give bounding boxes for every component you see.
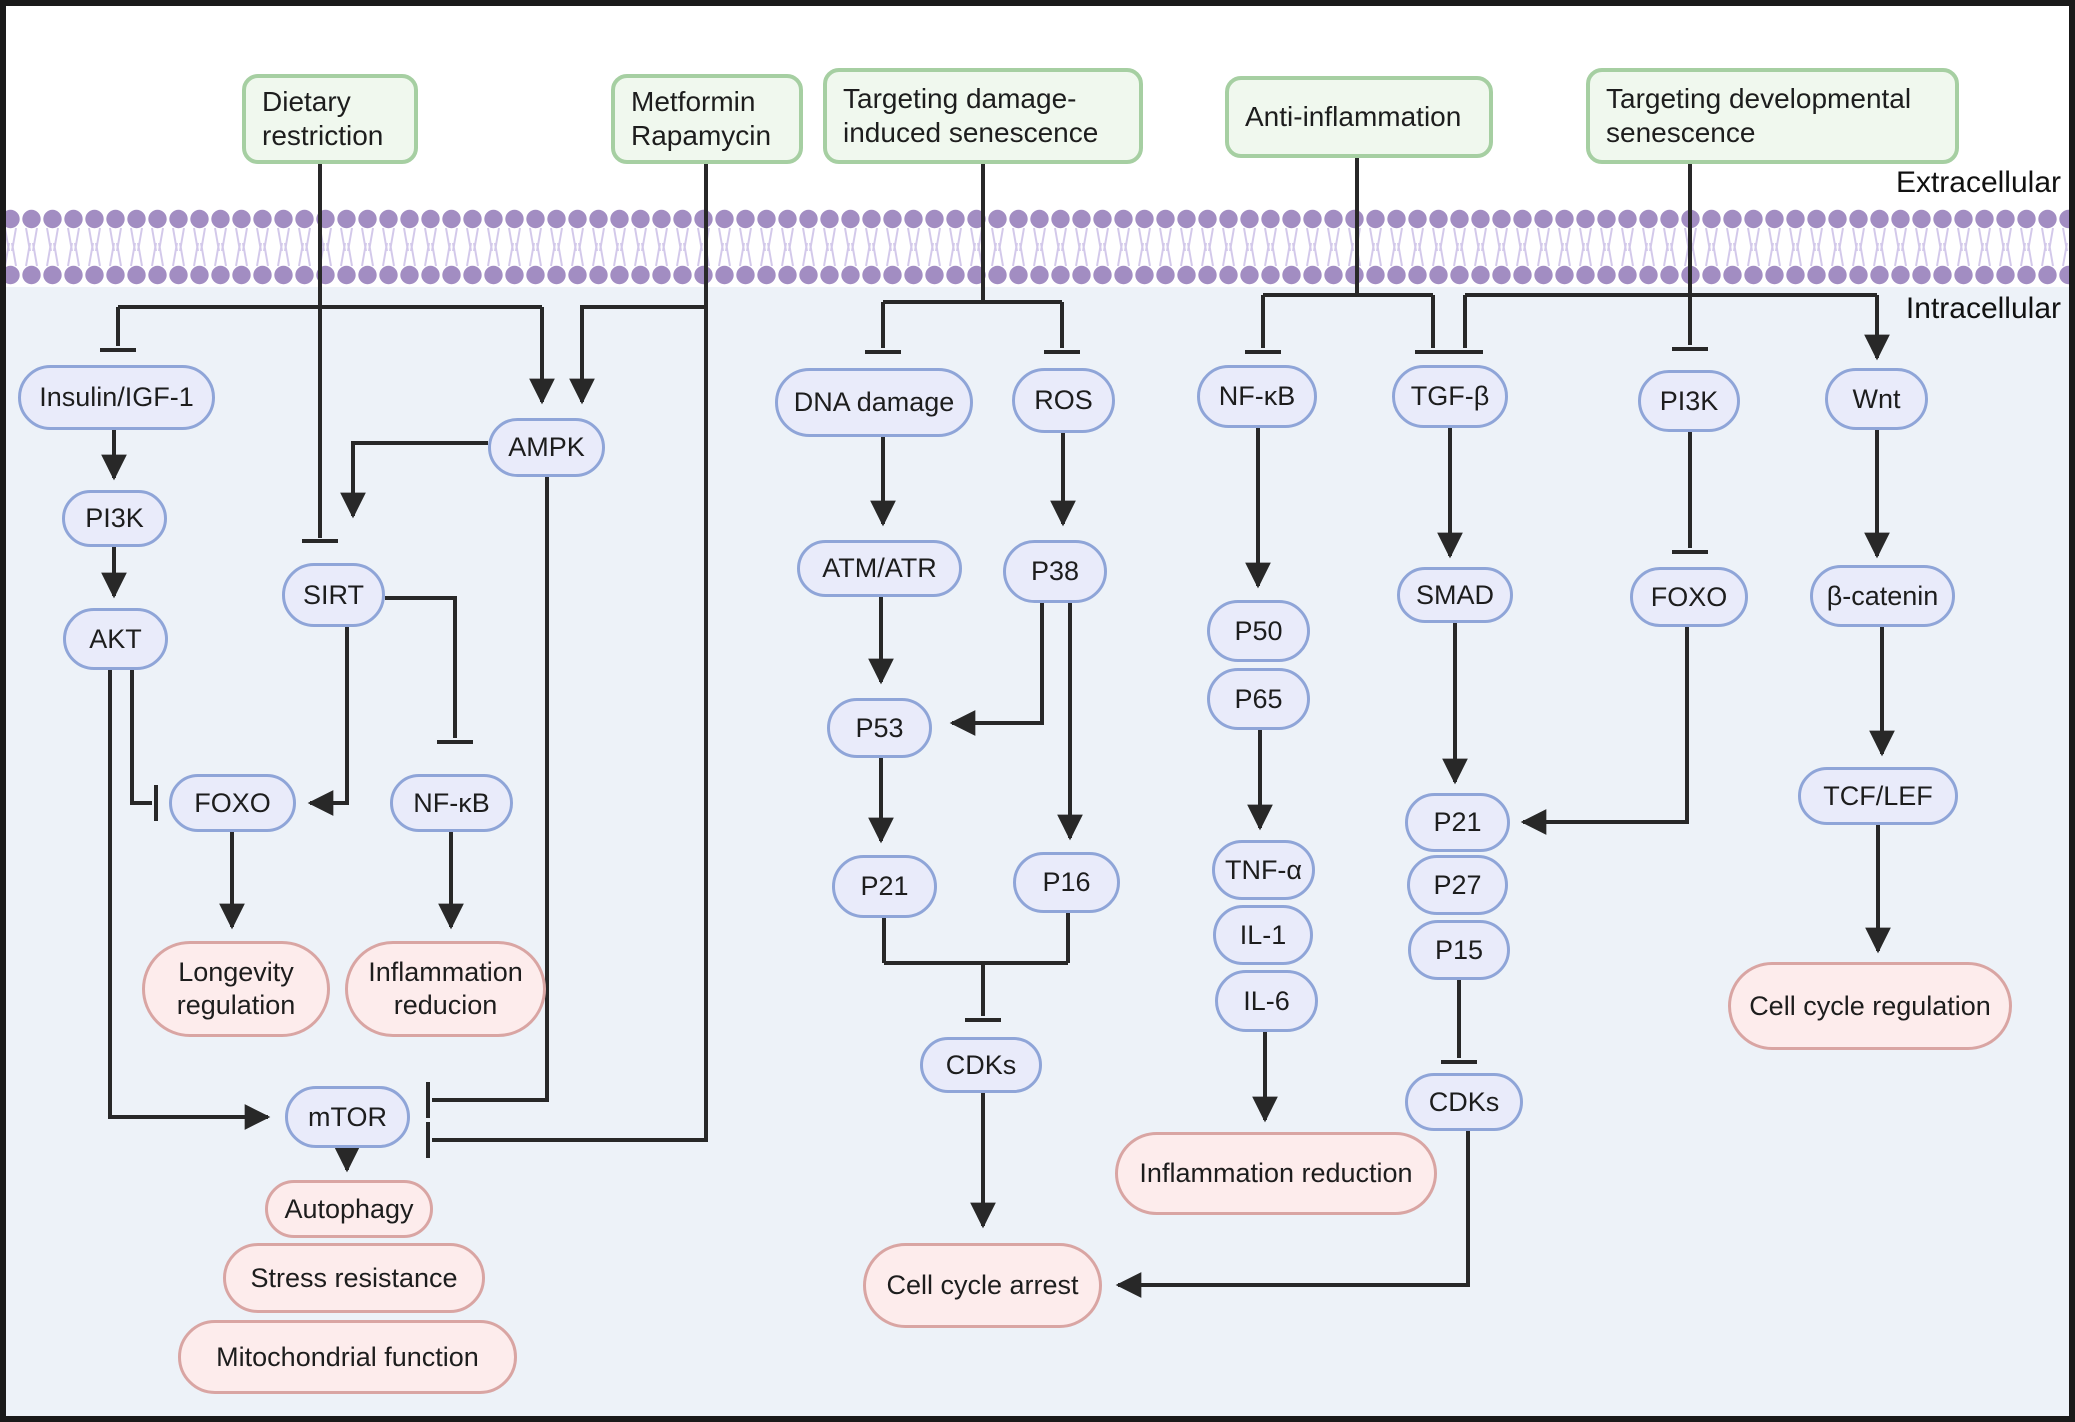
node-stress-resistance: Stress resistance — [223, 1243, 485, 1313]
node-damage: Targeting damage- induced senescence — [823, 68, 1143, 164]
node-inflammation-reducion: Inflammation reducion — [345, 941, 546, 1037]
node-smad: SMAD — [1397, 567, 1513, 623]
node-il-6: IL-6 — [1215, 970, 1318, 1032]
edge-foxo-right-p21 — [1520, 627, 1689, 835]
edge-devbranch-tgfb-inhibit — [1447, 295, 1483, 354]
node-insulin: Insulin/IGF-1 — [18, 365, 215, 430]
node-p65: P65 — [1207, 668, 1310, 730]
edge-branch-nfkb-inhibit — [1245, 295, 1281, 354]
edge-akt-foxo-inhibit — [130, 670, 158, 821]
edge-sirt-nfkb-inhibit — [385, 596, 473, 744]
node-p38: P38 — [1003, 540, 1107, 603]
node-pi3k-right: PI3K — [1638, 370, 1740, 432]
node-mitochondrial-function: Mitochondrial function — [178, 1320, 517, 1394]
node-metformin: Metformin Rapamycin — [611, 74, 803, 164]
edge-metformin-stem-mtor-inhibit — [426, 162, 708, 1158]
node-dna-damage: DNA damage — [775, 368, 973, 437]
node-foxo-right: FOXO — [1630, 567, 1748, 627]
edge-branch-dna-inhibit — [865, 302, 901, 354]
edge-branch-insulin-inhibit — [100, 307, 136, 352]
node-cell-cycle-arrest: Cell cycle arrest — [863, 1243, 1102, 1328]
node-dietary: Dietary restriction — [242, 74, 418, 164]
node-akt: AKT — [63, 608, 168, 670]
edges — [100, 158, 1895, 1298]
node-cell-cycle-regulation: Cell cycle regulation — [1728, 962, 2012, 1050]
node-cdks-right: CDKs — [1405, 1073, 1523, 1131]
node-inflammation-reduction: Inflammation reduction — [1115, 1132, 1437, 1215]
node-pi3k-left: PI3K — [62, 490, 167, 547]
node-p21-mid: P21 — [832, 855, 937, 918]
edge-sirt-foxo — [307, 627, 349, 816]
node-ampk: AMPK — [488, 418, 605, 477]
node-atm-atr: ATM/ATR — [797, 540, 962, 597]
extracellular-label: Extracellular — [1895, 166, 2061, 199]
edge-branch-tgfb-inhibit — [1415, 295, 1451, 354]
node-p50: P50 — [1207, 600, 1310, 662]
node-nfkb-left: NF-κB — [390, 774, 513, 832]
node-tcf-lef: TCF/LEF — [1798, 767, 1958, 825]
edge-metformin-ampk-arrow — [569, 305, 706, 405]
edge-ampk-sirt-arrow — [340, 441, 488, 519]
node-sirt: SIRT — [282, 563, 385, 627]
membrane-lipid-bilayer — [0, 207, 2075, 287]
node-p15: P15 — [1408, 920, 1510, 980]
edge-dietary-stem-sirt-inhibit — [302, 162, 338, 543]
node-antiinflammation: Anti-inflammation — [1225, 76, 1493, 158]
node-p16: P16 — [1013, 852, 1120, 913]
node-il-1: IL-1 — [1213, 905, 1313, 965]
node-p21-right: P21 — [1405, 793, 1510, 852]
edge-branch-ros-inhibit — [1044, 302, 1080, 354]
edge-cdks-right-cellarrest — [1115, 1131, 1470, 1298]
node-p53: P53 — [827, 698, 932, 758]
node-cdks-mid: CDKs — [920, 1037, 1042, 1093]
edge-p21-p16-join-cdks-inhibit — [882, 913, 1070, 1022]
intracellular-label: Intracellular — [1905, 292, 2061, 325]
node-tgf-beta: TGF-β — [1392, 365, 1508, 428]
edge-pi3k-right-foxo-inhibit — [1672, 432, 1708, 554]
node-devsenescence: Targeting developmental senescence — [1586, 68, 1959, 164]
node-ros: ROS — [1012, 368, 1115, 433]
node-mtor: mTOR — [285, 1086, 410, 1148]
node-foxo-left: FOXO — [169, 774, 296, 832]
edge-ampk-mtor-inhibit — [426, 477, 549, 1118]
node-autophagy: Autophagy — [265, 1180, 433, 1238]
node-beta-catenin: β-catenin — [1810, 565, 1955, 627]
node-wnt: Wnt — [1825, 368, 1928, 430]
edge-p15-cdks-inhibit — [1441, 980, 1477, 1064]
node-nfkb-right: NF-κB — [1197, 365, 1317, 428]
edge-p38-p53 — [949, 603, 1044, 736]
node-longevity: Longevity regulation — [142, 941, 330, 1037]
node-p27: P27 — [1407, 855, 1508, 915]
edge-akt-mtor — [108, 670, 271, 1130]
edge-devsenescence-stem-pi3k-inhibit — [1672, 162, 1708, 351]
node-tnf-alpha: TNF-α — [1212, 840, 1315, 900]
